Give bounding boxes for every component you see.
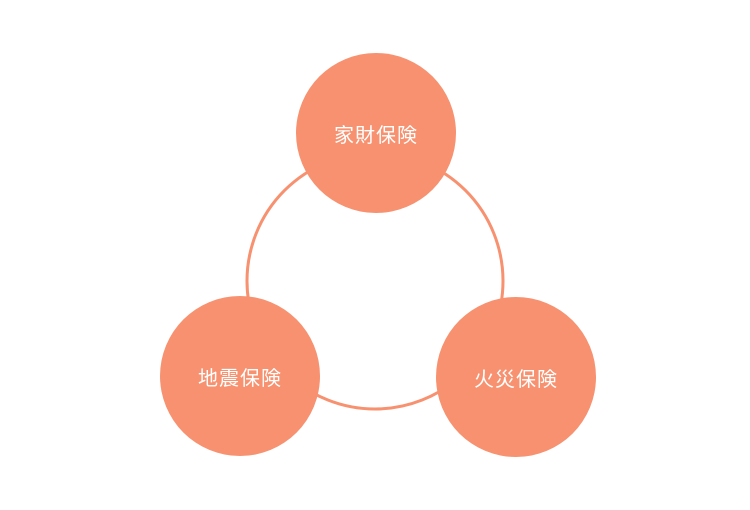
node-label-fire-insurance: 火災保険: [474, 366, 558, 391]
node-label-earthquake-insurance: 地震保険: [198, 365, 282, 390]
node-fire-insurance: 火災保険: [436, 297, 596, 457]
node-label-household-insurance: 家財保険: [334, 122, 418, 147]
node-household-insurance: 家財保険: [296, 53, 456, 213]
node-earthquake-insurance: 地震保険: [160, 296, 320, 456]
